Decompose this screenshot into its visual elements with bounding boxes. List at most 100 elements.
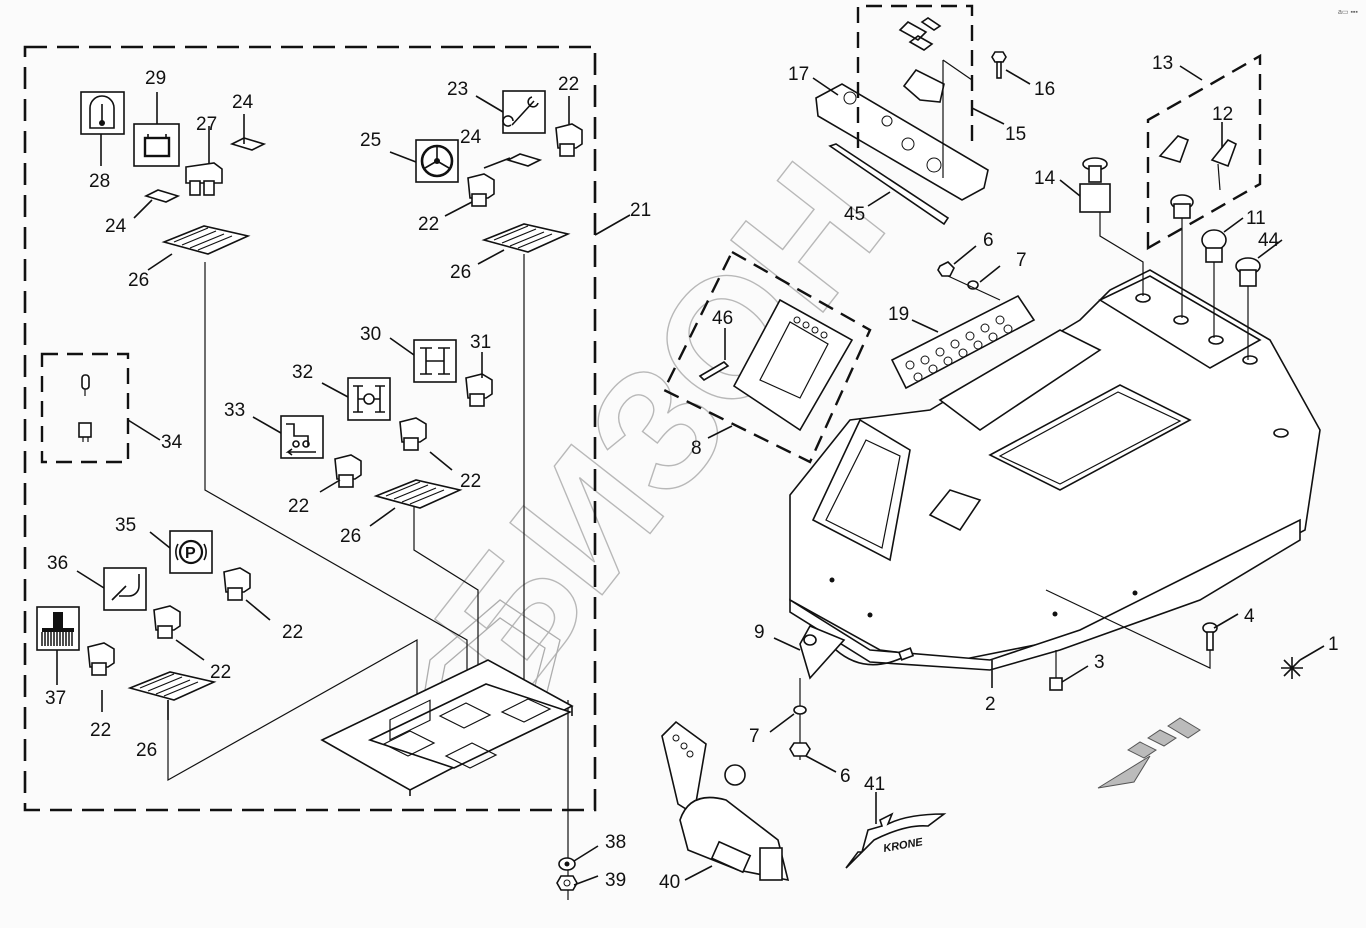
callout-label: 4 (1244, 606, 1255, 627)
key-icon (1210, 138, 1237, 191)
callout-label: 6 (983, 230, 994, 251)
callout-label: 31 (470, 332, 491, 353)
callout-label: 22 (90, 720, 111, 741)
callout-label: 40 (659, 872, 680, 893)
callout-label: 44 (1258, 230, 1280, 251)
leader-lines (101, 96, 570, 720)
axle-lock-icon (413, 339, 457, 383)
callout-label: 24 (105, 216, 127, 237)
callout-label: 34 (161, 432, 183, 453)
rocker-switch (399, 417, 427, 451)
callout-label: 13 (1152, 53, 1173, 74)
callout-label: 35 (115, 515, 136, 536)
rocker-switch (223, 567, 251, 601)
direction-arrow-decal (1097, 717, 1201, 789)
callout-label: 1 (1328, 634, 1339, 655)
callout-label: 37 (45, 688, 66, 709)
screw (991, 51, 1007, 79)
relay-kit-frame (40, 352, 161, 464)
hinge-kit (856, 4, 974, 178)
callout-label: 11 (1246, 208, 1266, 229)
callout-label: 30 (360, 324, 381, 345)
callout-label: 3 (1094, 652, 1105, 673)
callout-label: 21 (630, 200, 651, 221)
rocker-switches (87, 123, 583, 676)
krone-arrow-decal: KRONE (845, 812, 947, 869)
callout-label: 7 (749, 726, 760, 747)
strip (828, 143, 950, 226)
callout-label: 15 (1005, 124, 1026, 145)
callout-label: 17 (788, 64, 809, 85)
callout-label: 22 (210, 662, 231, 683)
differential-lock-icon (347, 377, 391, 421)
callout-label: 33 (224, 400, 245, 421)
pickup-rake-icon (36, 606, 80, 651)
cigarette-lighter (1201, 229, 1227, 263)
mounting-bracket (698, 360, 730, 382)
callout-label: 26 (136, 740, 157, 761)
callout-label: 22 (418, 214, 439, 235)
callout-label: 23 (447, 79, 468, 100)
key-icon (1158, 135, 1190, 163)
callout-label: 19 (888, 304, 909, 325)
callout-label: 16 (1034, 79, 1055, 100)
callout-label: 25 (360, 130, 381, 151)
corner-mark: a▭ ▪▪▪ (1338, 9, 1358, 16)
bulb-icon (81, 374, 90, 396)
callout-label: 39 (605, 870, 626, 891)
callout-label: 26 (340, 526, 361, 547)
callout-label: 9 (754, 622, 765, 643)
callout-label: 22 (282, 622, 303, 643)
nut (789, 742, 811, 757)
switch-group-frame (23, 45, 631, 812)
rocker-switch (555, 123, 583, 157)
switch-frames (127, 223, 571, 701)
assembly-lines (167, 254, 569, 900)
engine-temperature-icon (80, 91, 125, 135)
callout-label: 7 (1016, 250, 1027, 271)
callout-label: 28 (89, 171, 110, 192)
callout-label: 12 (1212, 104, 1233, 125)
rocker-switch-double (185, 162, 223, 196)
nut (556, 875, 578, 891)
callout-label: 36 (47, 553, 68, 574)
rocker-switch (87, 642, 115, 676)
svg-text:P: P (185, 545, 196, 562)
parking-brake-icon: P (169, 530, 213, 574)
callout-label: 26 (450, 262, 471, 283)
callout-label: 27 (196, 114, 217, 135)
callout-label: 22 (558, 74, 579, 95)
console-housing (789, 269, 1321, 671)
rocker-switch (153, 605, 181, 639)
callout-label: 29 (145, 68, 166, 89)
rocker-switch (467, 173, 495, 207)
callout-label: 14 (1034, 168, 1056, 189)
callout-label: 2 (985, 694, 996, 715)
nut (937, 261, 955, 277)
callout-label: 26 (128, 270, 149, 291)
callout-label: 8 (691, 438, 702, 459)
steering-wheel-icon (415, 139, 459, 183)
clip-nut (1049, 677, 1063, 691)
relay-icon (78, 422, 92, 442)
callout-label: 22 (288, 496, 309, 517)
push-switch (1079, 157, 1111, 213)
labels-24 (143, 137, 543, 203)
callout-label: 45 (844, 204, 865, 225)
washer (558, 857, 576, 871)
callout-label: 32 (292, 362, 313, 383)
console-base (320, 659, 574, 796)
sensor (799, 624, 915, 680)
bracket (815, 83, 989, 201)
seat-icon (103, 567, 147, 611)
wrench-icon (502, 90, 546, 134)
key-kit (1146, 53, 1262, 251)
display-unit (662, 250, 872, 464)
callout-label: 22 (460, 471, 481, 492)
rocker-switch (465, 373, 493, 407)
joystick (661, 720, 790, 882)
rocker-switch (334, 454, 362, 488)
callout-label: 6 (840, 766, 851, 787)
callout-label: 41 (864, 774, 885, 795)
